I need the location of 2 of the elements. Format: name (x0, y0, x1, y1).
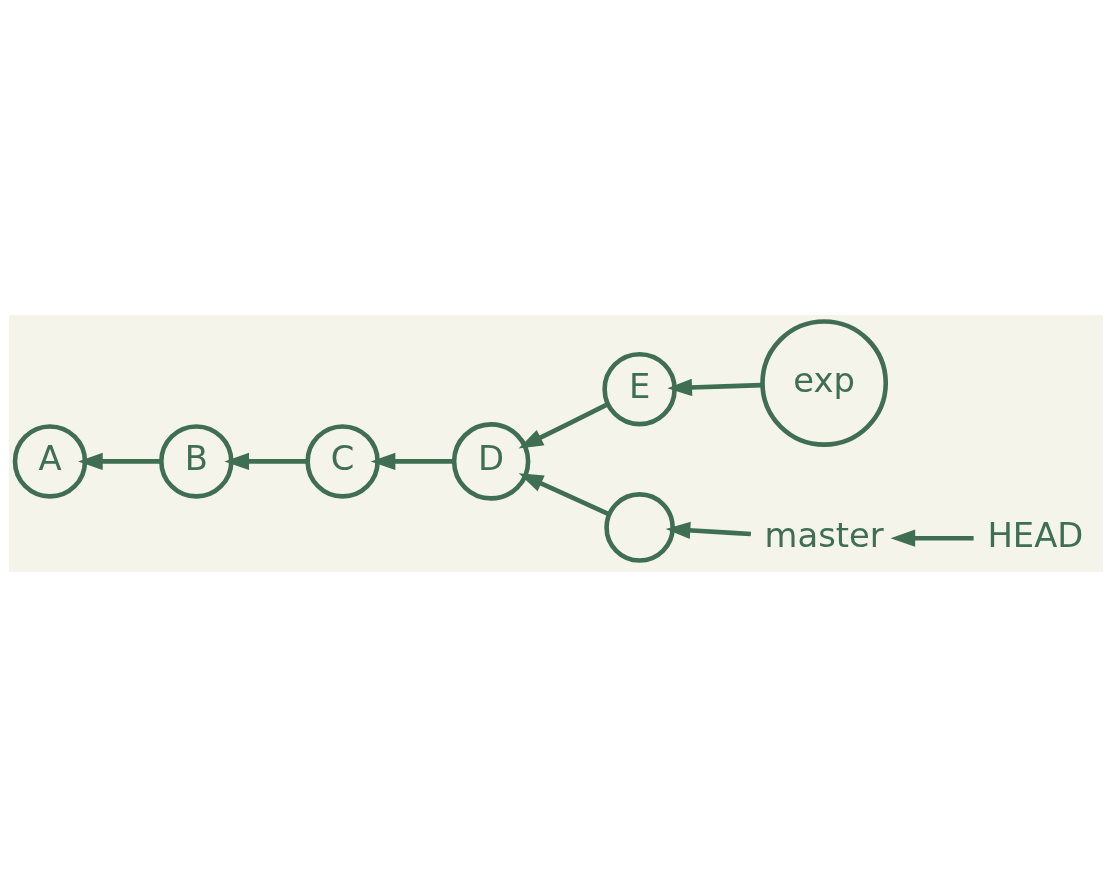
node-text: master (764, 515, 884, 555)
node-text: HEAD (987, 515, 1084, 555)
